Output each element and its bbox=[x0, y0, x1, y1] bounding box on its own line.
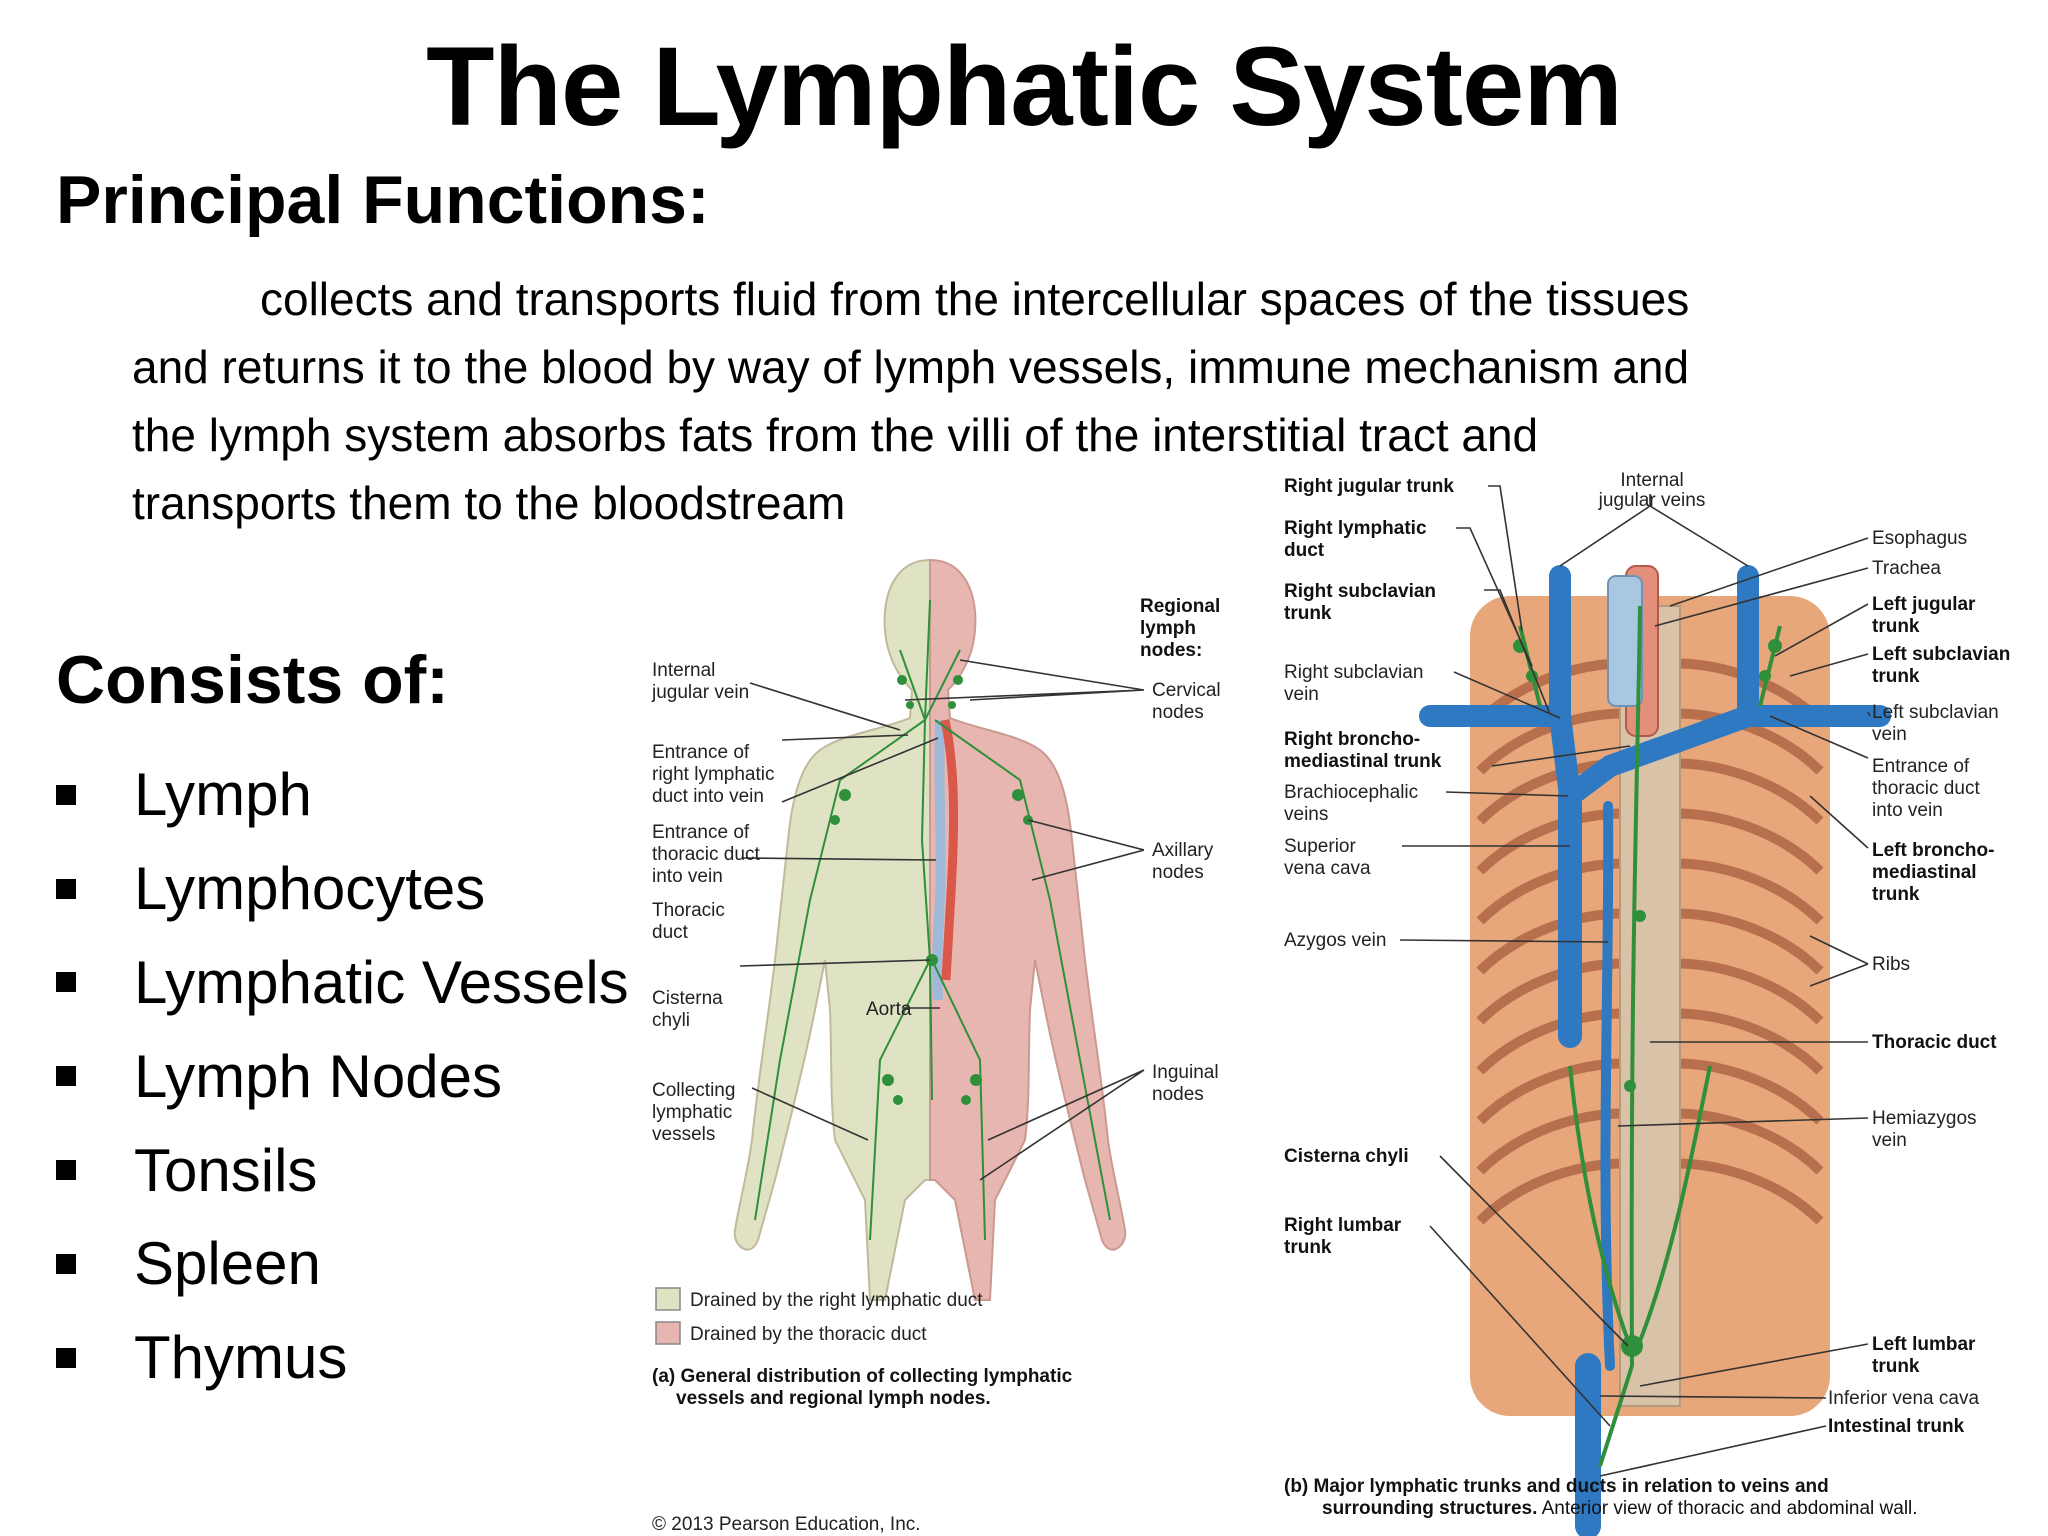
list-item-label: Lymphatic Vessels bbox=[134, 948, 629, 1016]
figure-a-legend: Drained by the right lymphatic duct Drai… bbox=[655, 1287, 983, 1345]
legend-swatch-thoracic-duct bbox=[655, 1321, 681, 1345]
list-item: Lymphocytes bbox=[56, 842, 629, 936]
label-thoracic-duct: Thoracic duct bbox=[1872, 1032, 1997, 1053]
lymph-vessel-network bbox=[754, 599, 1111, 1241]
label-trachea: Trachea bbox=[1872, 558, 1941, 579]
figure-b-leader-lines bbox=[1399, 485, 1871, 1477]
lymph-node-dots bbox=[830, 675, 1033, 1105]
label-azygos-vein: Azygos vein bbox=[1284, 930, 1386, 951]
paragraph-line: transports them to the bloodstream bbox=[132, 477, 846, 529]
label-ribs: Ribs bbox=[1872, 954, 1910, 975]
square-bullet-icon bbox=[56, 1066, 76, 1087]
list-item: Thymus bbox=[56, 1311, 629, 1405]
label-cisterna-chyli: Cisterna chyli bbox=[1284, 1146, 1409, 1167]
paragraph-line: collects and transports fluid from the i… bbox=[260, 273, 1690, 325]
consists-of-heading: Consists of: bbox=[56, 642, 449, 718]
list-item-label: Lymph Nodes bbox=[134, 1042, 502, 1110]
functions-paragraph: collects and transports fluid from the i… bbox=[132, 265, 1932, 537]
paragraph-line: and returns it to the blood by way of ly… bbox=[132, 341, 1690, 393]
list-item-label: Tonsils bbox=[134, 1136, 318, 1204]
list-item-label: Thymus bbox=[134, 1324, 348, 1392]
square-bullet-icon bbox=[56, 1160, 76, 1181]
figure-b-caption: (b) Major lymphatic trunks and ducts in … bbox=[1284, 1476, 1918, 1519]
list-item: Lymph bbox=[56, 748, 629, 842]
label-inferior-vena-cava: Inferior vena cava bbox=[1828, 1388, 1979, 1409]
list-item: Tonsils bbox=[56, 1123, 629, 1217]
square-bullet-icon bbox=[56, 972, 76, 993]
list-item-label: Spleen bbox=[134, 1230, 321, 1298]
list-item-label: Lymphocytes bbox=[134, 855, 486, 923]
legend-label-right-duct: Drained by the right lymphatic duct bbox=[690, 1290, 983, 1311]
list-item: Lymph Nodes bbox=[56, 1029, 629, 1123]
thoracic-duct bbox=[932, 719, 959, 1001]
label-aorta: Aorta bbox=[866, 999, 912, 1020]
trachea-esophagus bbox=[1607, 565, 1659, 737]
veins bbox=[1419, 565, 1891, 1536]
list-item: Lymphatic Vessels bbox=[56, 936, 629, 1030]
legend-swatch-right-duct bbox=[655, 1287, 681, 1311]
principal-functions-heading: Principal Functions: bbox=[56, 162, 710, 238]
list-item-label: Lymph bbox=[134, 761, 312, 829]
square-bullet-icon bbox=[56, 1253, 76, 1274]
page-title: The Lymphatic System bbox=[426, 24, 1623, 149]
body-silhouette bbox=[733, 558, 1127, 1301]
legend-label-thoracic-duct: Drained by the thoracic duct bbox=[690, 1324, 927, 1345]
label-right-jugular-trunk: Right jugular trunk bbox=[1284, 476, 1454, 497]
square-bullet-icon bbox=[56, 784, 76, 805]
list-item: Spleen bbox=[56, 1217, 629, 1311]
figure-a-caption: (a) General distribution of collecting l… bbox=[652, 1366, 1073, 1409]
copyright-text: © 2013 Pearson Education, Inc. bbox=[652, 1514, 921, 1535]
square-bullet-icon bbox=[56, 878, 76, 899]
label-esophagus: Esophagus bbox=[1872, 528, 1967, 549]
lymph-node-dots bbox=[1513, 639, 1782, 1357]
square-bullet-icon bbox=[56, 1347, 76, 1368]
label-right-bronchomediastinal-trunk: Right broncho-mediastinal trunk bbox=[1284, 729, 1442, 772]
figure-a-leader-lines bbox=[739, 659, 1145, 1181]
paragraph-line: the lymph system absorbs fats from the v… bbox=[132, 409, 1539, 461]
label-intestinal-trunk: Intestinal trunk bbox=[1828, 1416, 1965, 1437]
consists-list: Lymph Lymphocytes Lymphatic Vessels Lymp… bbox=[56, 748, 629, 1405]
